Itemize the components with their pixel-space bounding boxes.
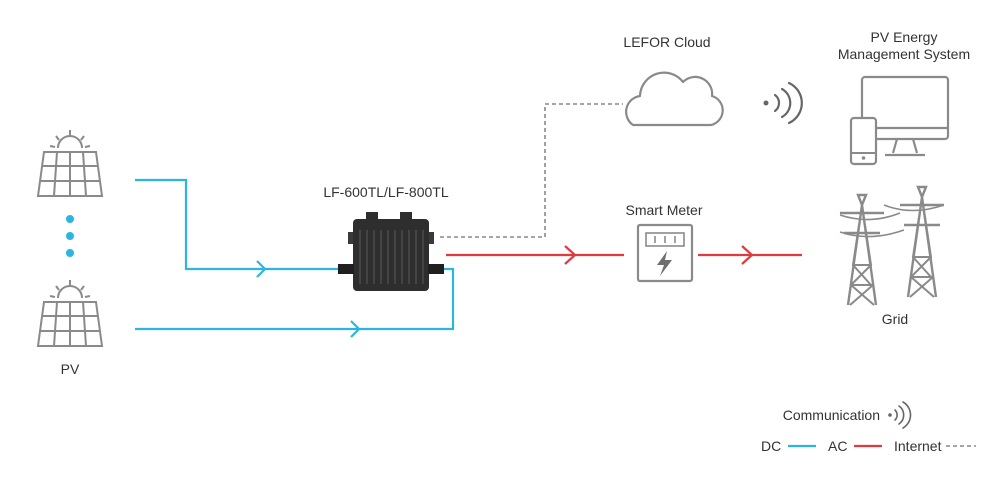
pv-ellipsis-dot	[66, 215, 74, 223]
smart-meter-icon	[636, 223, 694, 283]
ems-label-line1: PV Energy	[871, 29, 938, 45]
inverter-label: LF-600TL/LF-800TL	[323, 184, 448, 200]
ems-label-line2: Management System	[838, 46, 970, 62]
legend-dc-label: DC	[761, 438, 781, 454]
pv-ellipsis-dot	[66, 232, 74, 240]
cloud-label: LEFOR Cloud	[623, 34, 710, 50]
ac-line-inverter-to-meter	[446, 245, 624, 265]
pv-label: PV	[61, 361, 80, 377]
pv-panel-top-icon	[37, 129, 103, 197]
wireless-signal-icon	[763, 81, 803, 125]
power-pylon-icon	[838, 185, 946, 307]
legend-signal-icon	[888, 401, 912, 429]
cloud-icon	[625, 71, 724, 127]
dc-line-top	[135, 178, 340, 278]
grid-label: Grid	[882, 311, 908, 327]
meter-label: Smart Meter	[625, 202, 702, 218]
microinverter-icon	[338, 212, 444, 291]
internet-line	[440, 103, 623, 238]
pv-panel-bottom-icon	[37, 279, 103, 347]
legend-ac-label: AC	[828, 438, 847, 454]
dc-line-bottom	[135, 267, 455, 338]
legend-internet-label: Internet	[894, 438, 942, 454]
pv-ellipsis-dot	[66, 249, 74, 257]
phone-icon	[849, 116, 878, 166]
ac-line-meter-to-grid	[698, 245, 802, 265]
legend: Communication DC AC Internet	[761, 401, 976, 454]
legend-communication-label: Communication	[783, 407, 880, 423]
